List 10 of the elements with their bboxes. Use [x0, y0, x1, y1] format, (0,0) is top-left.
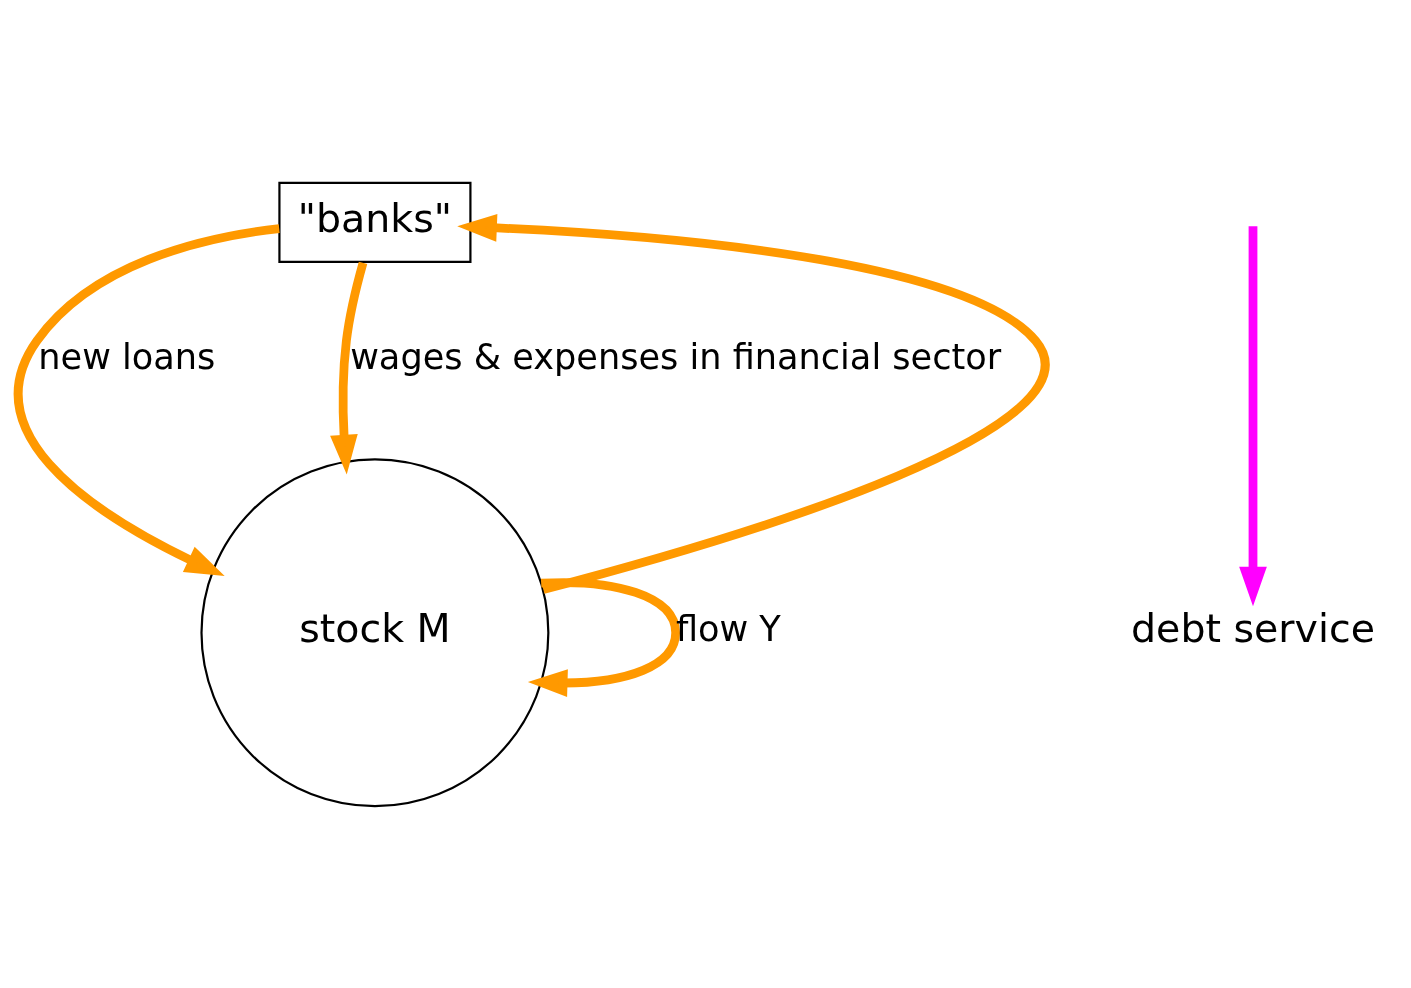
arrow	[527, 577, 681, 697]
arrow	[457, 213, 1048, 594]
node-box: "banks"	[278, 181, 472, 263]
edge-label: wages & expenses in financial sector	[350, 335, 1002, 377]
arrow	[1239, 225, 1267, 606]
arrow	[330, 261, 368, 474]
arrow	[14, 223, 280, 576]
edge-label: new loans	[38, 335, 216, 377]
node-circle: stock M	[200, 457, 550, 807]
node-text: debt service	[1131, 604, 1375, 651]
